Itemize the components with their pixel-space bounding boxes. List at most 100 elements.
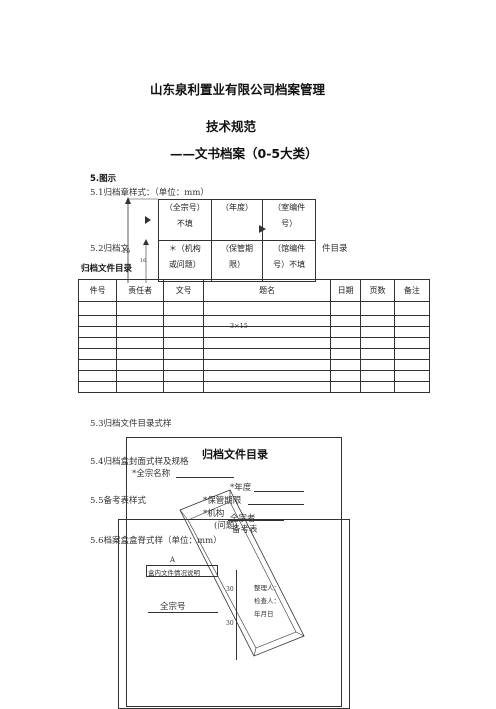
col-title: 题名	[203, 279, 331, 302]
table-cell	[360, 301, 395, 316]
table-cell	[393, 381, 431, 393]
table-cell	[329, 315, 362, 327]
col-responsible: 责任者	[116, 279, 165, 302]
catalog-label: 归档文件目录	[81, 264, 133, 274]
spine-dim-30-b: 30	[226, 620, 234, 627]
table-cell	[163, 359, 205, 371]
table-cell	[77, 326, 118, 338]
table-row	[77, 337, 431, 349]
table-row	[77, 301, 431, 316]
table-cell	[116, 370, 165, 382]
cover-period-line: *保管期限	[203, 496, 242, 506]
col-remarks: 备注	[393, 279, 431, 302]
stamp-cell-period: （保管期	[220, 244, 253, 253]
table-cell	[116, 315, 165, 327]
table-cell	[77, 359, 118, 371]
spine-sorter: 整理人：	[254, 584, 280, 592]
table-cell	[393, 370, 431, 382]
spine-frame	[118, 519, 350, 709]
section-5-2-heading: 5.2归档文	[90, 244, 130, 254]
stamp-dimension-lines	[125, 197, 158, 283]
table-row	[77, 359, 431, 371]
doc-section-title: ——文书档案（0-5大类）	[170, 146, 318, 161]
col-item-no: 件号	[77, 279, 118, 302]
stamp-cell-fonds: （全宗号）	[164, 203, 205, 212]
col-pages: 页数	[360, 279, 395, 302]
table-row	[77, 370, 431, 382]
cover-fonds-underline	[176, 477, 234, 478]
table-cell	[393, 337, 431, 349]
spine-box-title: 盒内文件情况说明	[148, 569, 200, 577]
table-cell	[393, 348, 431, 360]
table-cell	[77, 348, 118, 360]
table-cell	[203, 370, 331, 382]
table-cell	[329, 326, 362, 338]
spine-fonds-label: 全宗号	[160, 602, 186, 612]
table-cell	[77, 381, 118, 393]
table-cell	[203, 348, 331, 360]
table-cell	[329, 381, 362, 393]
section-5-heading: 5.图示	[90, 174, 117, 184]
table-cell	[163, 381, 205, 393]
table-cell	[163, 301, 205, 316]
table-cell	[163, 370, 205, 382]
cover-period-underline	[248, 504, 304, 505]
table-cell	[393, 301, 431, 316]
table-row	[77, 315, 431, 327]
section-5-5-heading: 5.5备考表样式	[90, 496, 147, 506]
table-cell	[329, 370, 362, 382]
table-cell	[393, 315, 431, 327]
cover-org-underline	[228, 520, 284, 521]
stamp-cell-period-note: 限）	[228, 260, 245, 269]
spine-fonds-underline	[148, 612, 218, 613]
table-cell	[163, 326, 205, 338]
cover-year-line: *年度	[230, 483, 252, 493]
table-cell	[329, 301, 362, 316]
spine-vertical-line	[236, 570, 237, 660]
archive-stamp-table: （全宗号） 不填 （年度） （室编件 号） ＊（机构 或问题） （保管期 限） …	[158, 199, 316, 282]
table-cell	[329, 337, 362, 349]
table-cell	[203, 381, 331, 393]
spine-dim-30-a: 30	[226, 586, 234, 593]
section-5-2-tail: 件目录	[322, 244, 348, 254]
table-cell	[116, 326, 165, 338]
table-cell	[203, 326, 331, 338]
table-cell	[203, 359, 331, 371]
stamp-cell-hall-no: （馆编件	[273, 244, 306, 253]
section-5-6-heading: 5.6档案盒盒脊式样（单位：mm）	[90, 536, 222, 546]
table-cell	[360, 315, 395, 327]
cover-title: 归档文件目录	[202, 448, 268, 461]
section-5-3-heading: 5.3归档文件目录式样	[90, 419, 172, 429]
table-cell	[360, 348, 395, 360]
table-cell	[203, 315, 331, 327]
stamp-cell-room-no: （室编件	[273, 203, 306, 212]
section-5-4-heading: 5.4归档盒封面式样及规格	[90, 457, 189, 467]
stamp-cell-room-no-note: 号）	[281, 219, 298, 228]
archive-box-illustration	[179, 489, 305, 657]
table-cell	[393, 359, 431, 371]
col-date: 日期	[329, 279, 362, 302]
table-cell	[163, 348, 205, 360]
arrow-right-icon	[145, 216, 151, 224]
table-cell	[116, 348, 165, 360]
table-row	[77, 348, 431, 360]
table-cell	[360, 359, 395, 371]
stamp-cell-hall-no-note: 号）不填	[273, 260, 306, 269]
table-cell	[163, 337, 205, 349]
table-cell	[77, 301, 118, 316]
doc-subtitle: 技术规范	[206, 119, 257, 134]
cover-org-line: *机构	[203, 509, 225, 519]
table-cell	[393, 326, 431, 338]
table-cell	[329, 348, 362, 360]
table-cell	[360, 326, 395, 338]
table-cell	[77, 337, 118, 349]
arrow-right-icon	[259, 225, 266, 233]
col-doc-no: 文号	[163, 279, 205, 302]
table-cell	[360, 370, 395, 382]
spine-date: 年月日	[254, 610, 274, 618]
table-cell	[329, 359, 362, 371]
spine-checker: 检查人：	[254, 597, 280, 605]
catalog-table: 件号 责任者 文号 题名 日期 页数 备注	[77, 279, 431, 393]
cover-note-line: 备考表	[232, 525, 258, 535]
stamp-dim-15: 15	[122, 247, 131, 255]
